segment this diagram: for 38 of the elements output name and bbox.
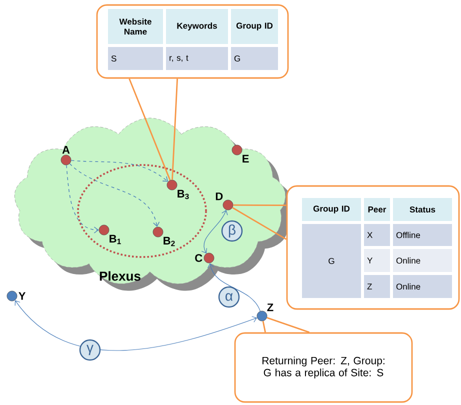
arrow: [201, 210, 228, 254]
arrow: [207, 263, 261, 312]
table-cell: S: [108, 47, 163, 70]
node-label: E: [242, 154, 249, 162]
table-cell: Y: [364, 249, 390, 272]
table-cell: Online: [393, 275, 452, 298]
table-cell: Group ID: [302, 198, 361, 221]
table-cell: Status: [393, 198, 452, 221]
table-cell: X: [364, 224, 390, 246]
arrow: [14, 300, 258, 351]
node-label: B$_{3}$: [178, 190, 189, 200]
callout-box: Returning Peer: Z, Group: G has a replica of Site: S: [234, 332, 413, 403]
node-label: A: [62, 146, 70, 154]
table-cell: G: [302, 224, 361, 298]
table-cell: Group ID: [231, 9, 278, 44]
node-label: C: [195, 254, 202, 262]
table-cell: Z: [364, 275, 390, 298]
table-cell: Online: [393, 249, 452, 272]
node-label: B$_{1}$: [110, 234, 121, 244]
edge-label: γ: [79, 339, 101, 361]
table-cell: G: [231, 47, 278, 70]
node-label: D: [216, 192, 223, 200]
table-cell: Keywords: [166, 9, 228, 44]
arrow: [69, 163, 160, 227]
node-label: Z: [267, 304, 274, 312]
edge-label: β: [221, 220, 243, 242]
callout-pointer: [262, 317, 310, 333]
arrow: [70, 160, 168, 182]
arrow: [66, 164, 99, 234]
node-label: B$_{2}$: [164, 236, 175, 246]
callout-pointer: [128, 78, 178, 181]
table-cell: Peer: [364, 198, 390, 221]
table-cell: Offline: [393, 224, 452, 246]
edge-label: α: [218, 286, 240, 308]
table-cell: r, s, t: [166, 47, 228, 70]
callout-pointer: [232, 204, 287, 240]
node-label: Y: [18, 292, 26, 300]
table-cell: Website Name: [108, 9, 163, 44]
